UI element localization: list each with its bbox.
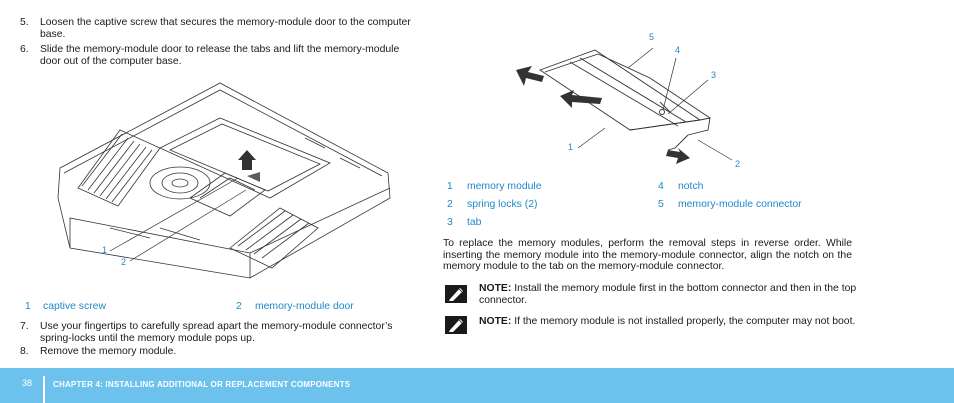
caption-label: memory module: [467, 181, 542, 192]
step-number: 8.: [20, 346, 29, 357]
step-text: Remove the memory module.: [40, 346, 177, 357]
note-pencil-icon: [445, 285, 467, 303]
step-text: Use your fingertips to carefully spread …: [40, 321, 393, 344]
step-number: 6.: [20, 44, 29, 55]
note-label: NOTE:: [479, 316, 512, 327]
figure-label-1: 1: [568, 142, 574, 152]
figure-label-4: 4: [675, 45, 681, 55]
note-pencil-icon: [445, 316, 467, 334]
step-text: Slide the memory-module door to release …: [40, 44, 400, 67]
caption-label: memory-module door: [255, 301, 354, 312]
note-text: Install the memory module first in the b…: [479, 283, 857, 306]
caption-number: 2: [236, 301, 242, 312]
page-number: 38: [22, 378, 33, 388]
figure-label-2: 2: [121, 257, 127, 267]
figure-label-3: 3: [711, 70, 717, 80]
chapter-title: CHAPTER 4: INSTALLING ADDITIONAL OR REPL…: [53, 380, 351, 389]
page-footer: 38 CHAPTER 4: INSTALLING ADDITIONAL OR R…: [0, 368, 954, 403]
footer-divider: [43, 376, 45, 403]
note-label: NOTE:: [479, 283, 512, 294]
figure-label-2: 2: [735, 159, 741, 169]
caption-label: notch: [678, 181, 704, 192]
figure-label-1: 1: [102, 245, 108, 255]
caption-label: memory-module connector: [678, 199, 802, 210]
note-2: NOTE: If the memory module is not instal…: [479, 316, 859, 328]
step-number: 5.: [20, 17, 29, 28]
caption-number: 4: [658, 181, 664, 192]
caption-number: 2: [447, 199, 453, 210]
note-text: If the memory module is not installed pr…: [511, 316, 856, 327]
note-1: NOTE: Install the memory module first in…: [479, 283, 859, 306]
caption-number: 5: [658, 199, 664, 210]
computer-base-illustration: [57, 82, 391, 279]
step-text: Loosen the captive screw that secures th…: [40, 17, 411, 40]
caption-label: captive screw: [43, 301, 106, 312]
caption-label: spring locks (2): [467, 199, 538, 210]
memory-module-illustration: [516, 47, 733, 164]
caption-number: 3: [447, 217, 453, 228]
figure-label-5: 5: [649, 32, 655, 42]
caption-number: 1: [447, 181, 453, 192]
caption-number: 1: [25, 301, 31, 312]
step-number: 7.: [20, 321, 29, 332]
reinstall-paragraph: To replace the memory modules, perform t…: [443, 238, 852, 272]
caption-label: tab: [467, 217, 482, 228]
